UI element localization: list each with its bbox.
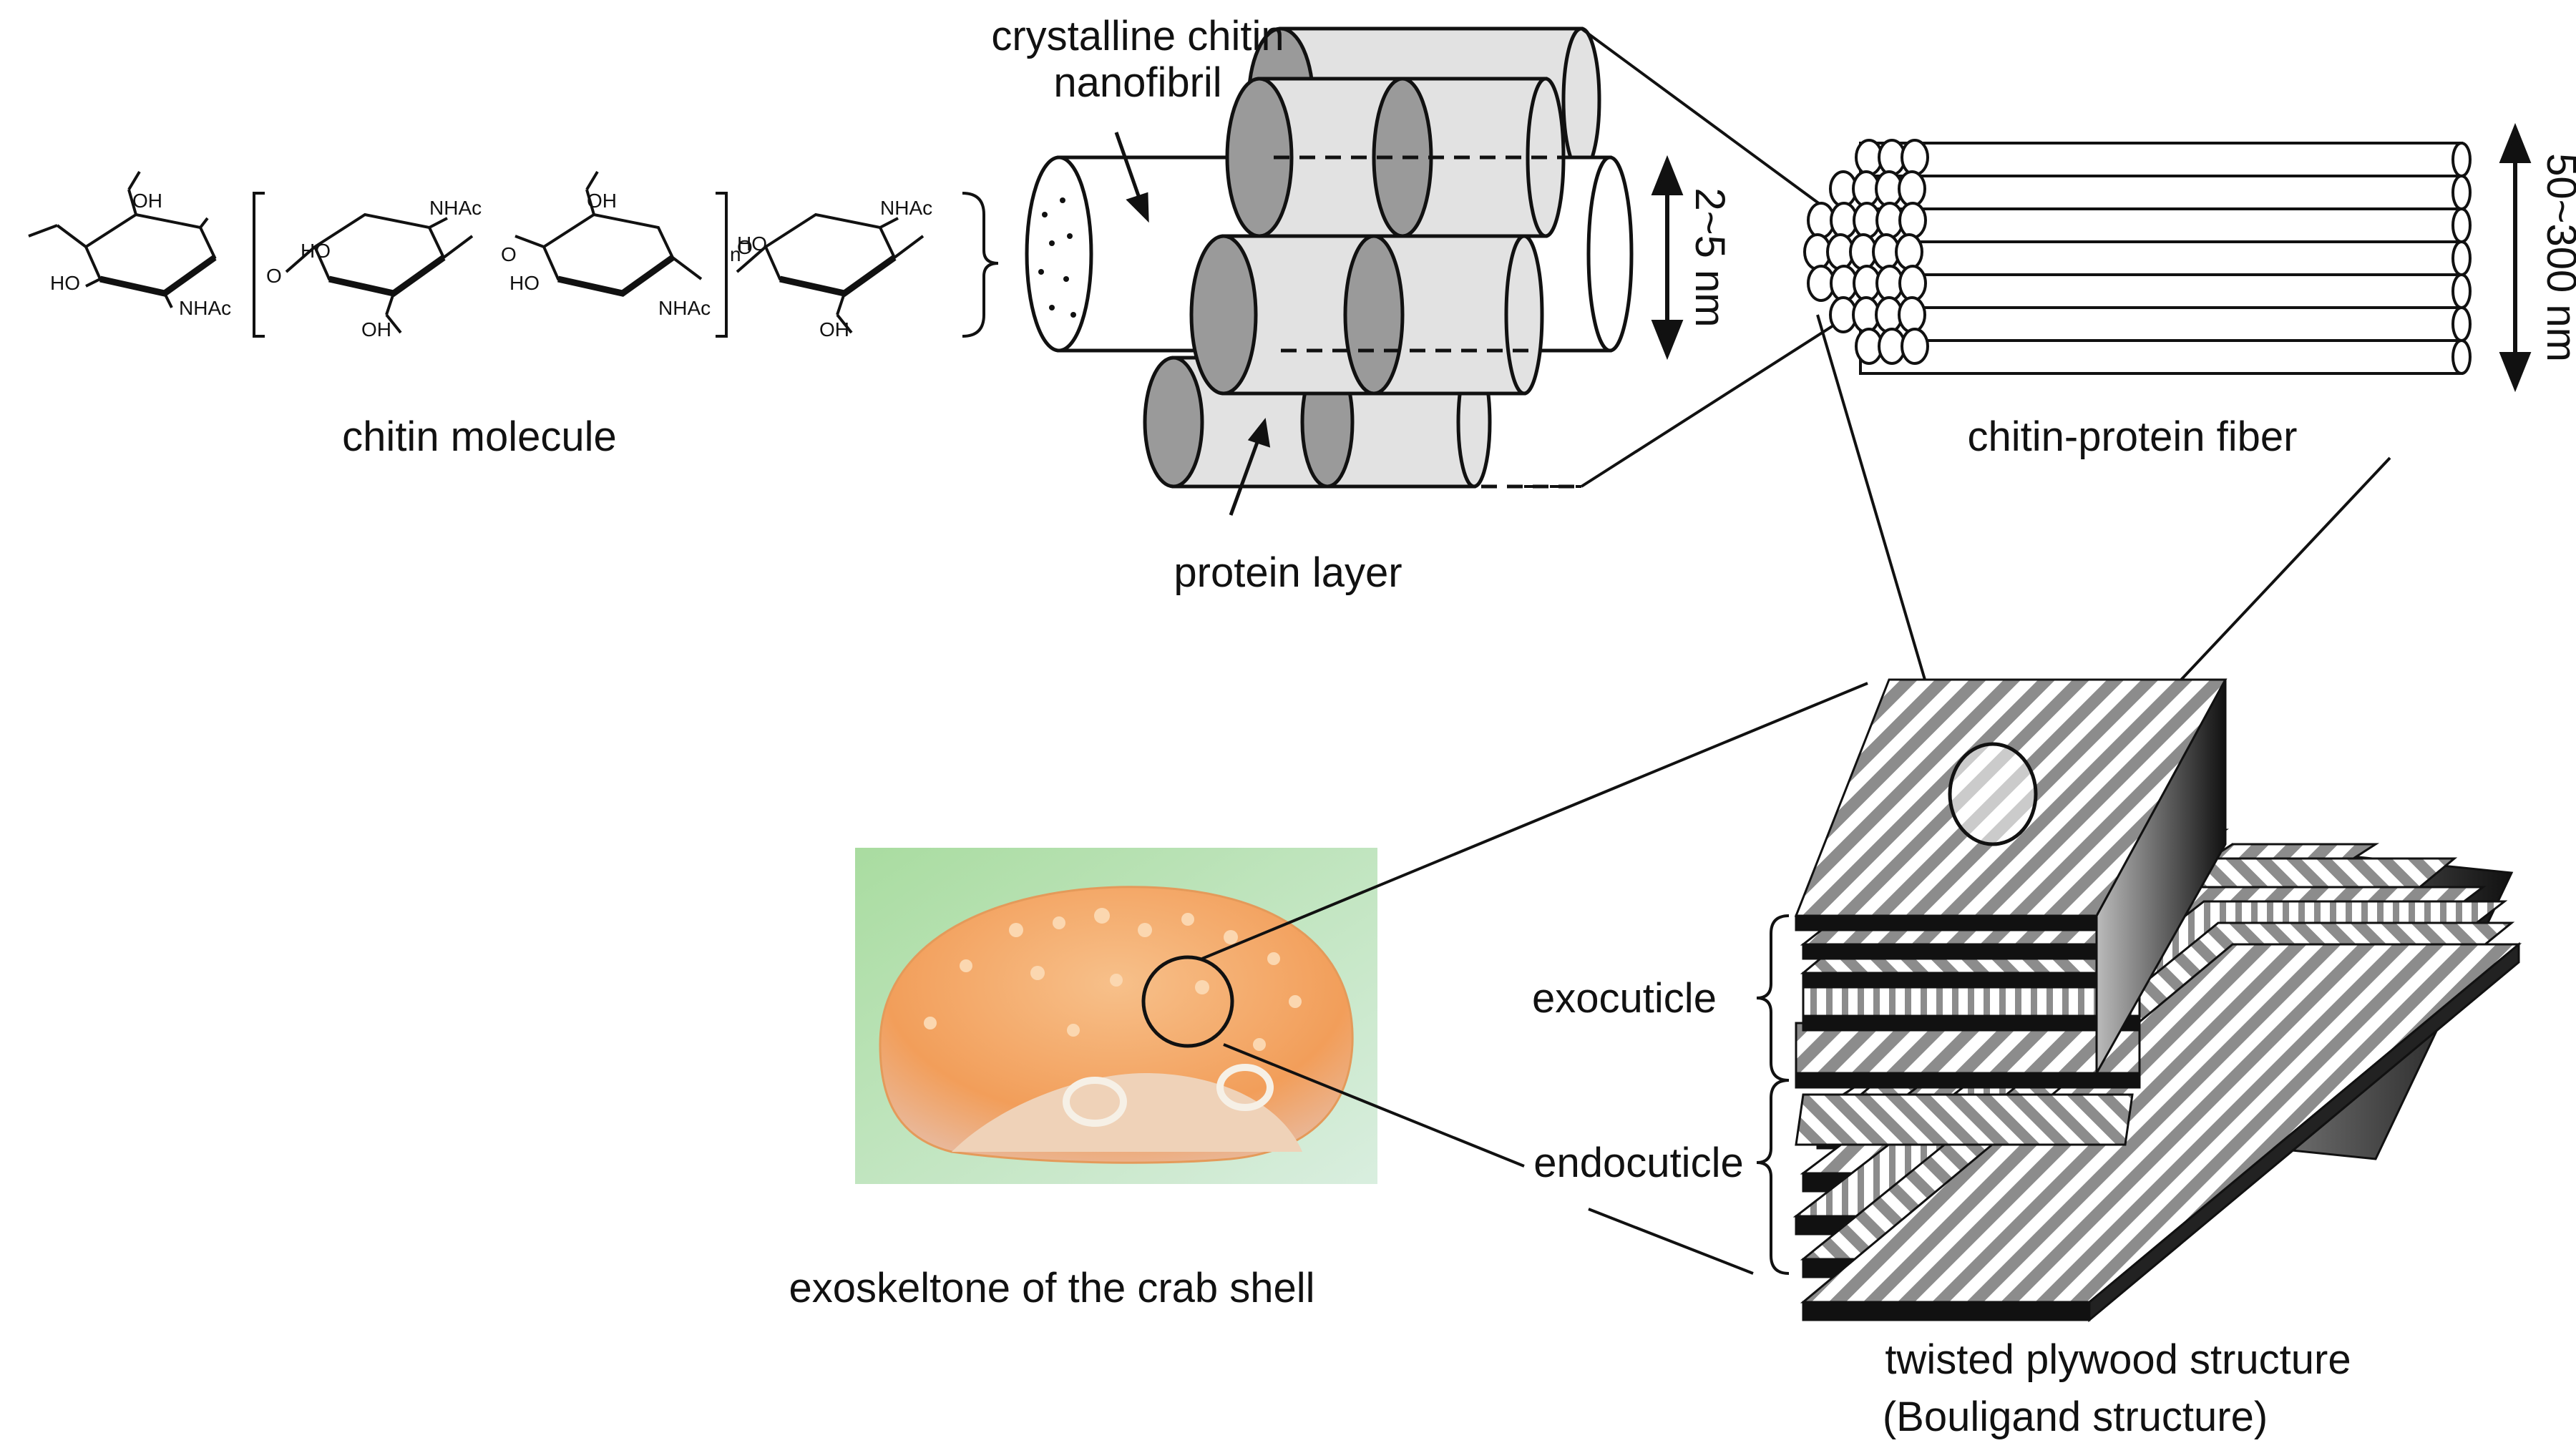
fiber-rod-cap — [2451, 306, 2472, 342]
fiber-rod — [1859, 240, 2463, 276]
fiber-rod — [1859, 175, 2463, 210]
nhac-label: NHAc — [429, 197, 482, 219]
fiber-rod-cap — [2451, 207, 2472, 243]
fiber-size-label: 50~300 nm — [2538, 153, 2576, 362]
o-label: O — [266, 265, 282, 287]
fiber-rod — [1859, 207, 2463, 243]
repeat-bracket-left — [253, 192, 265, 338]
chitin-protein-fiber — [1803, 139, 2472, 375]
protein-layer-label: protein layer — [1174, 549, 1402, 596]
fiber-end-circle — [1898, 170, 1926, 207]
cuticle-braces — [1756, 914, 1790, 1275]
ho-label: HO — [509, 272, 540, 294]
fiber-rod-cap — [2451, 273, 2472, 309]
o-label: O — [501, 243, 517, 265]
glucose-ring-4 — [736, 212, 924, 334]
fiber-end-circle — [1898, 202, 1927, 239]
zoom-circle-crab — [1141, 955, 1234, 1048]
endocuticle-label: endocuticle — [1533, 1140, 1743, 1186]
molecule-curly-brace — [962, 192, 999, 338]
fiber-rod-cap — [2451, 142, 2472, 177]
fiber-rod-cap — [2451, 339, 2472, 375]
fiber-end-circle — [1901, 139, 1929, 176]
plywood-plate — [1802, 979, 2141, 1032]
fiber-end-circle — [1898, 296, 1926, 333]
fiber-rod — [1859, 306, 2463, 342]
exocuticle-brace — [1756, 914, 1790, 1082]
nanofibril-pointers — [1114, 132, 1271, 516]
fiber-label: chitin-protein fiber — [1968, 414, 2298, 460]
crab-shell-photo — [855, 848, 1377, 1184]
oh-label: OH — [819, 318, 849, 341]
plywood-plate — [1795, 1022, 2141, 1089]
zoom-lines-fiber — [1524, 27, 1840, 488]
o-label: O — [737, 236, 753, 258]
protein-cylinder — [1189, 234, 1544, 396]
nhac-label: NHAc — [658, 297, 711, 319]
oh-label: OH — [587, 190, 617, 212]
ho-label: HO — [737, 233, 767, 255]
n-label: n — [730, 243, 741, 265]
chitin-molecule-label: chitin molecule — [342, 414, 617, 460]
repeat-bracket-right — [716, 192, 728, 338]
fiber-end-circle — [1895, 233, 1923, 270]
zoom-lines-crab — [1201, 682, 1868, 1275]
zoom-circle-plywood — [1948, 742, 2038, 846]
nanofibril-bundle — [1025, 26, 1634, 489]
fiber-end-circle — [1901, 328, 1929, 365]
nhac-label: NHAc — [179, 297, 231, 319]
fiber-end-circle — [1898, 265, 1927, 302]
nanofibril-size-label: 2~5 nm — [1687, 187, 1733, 327]
plywood-label-line1: twisted plywood structure — [1885, 1336, 2351, 1383]
fiber-rod — [1859, 339, 2463, 375]
ho-label: HO — [50, 272, 80, 294]
plywood-plate — [1795, 1093, 2134, 1146]
fiber-rod-cap — [2451, 175, 2472, 210]
fiber-size-arrow — [2499, 122, 2532, 393]
crab-caption: exoskeltone of the crab shell — [789, 1265, 1314, 1311]
crystalline-chitin-label: crystalline chitin — [991, 13, 1284, 59]
fiber-rod — [1859, 273, 2463, 309]
ho-label: HO — [301, 240, 331, 262]
chitin-molecule-structure — [28, 170, 999, 338]
oh-label: OH — [132, 190, 162, 212]
plywood-stack — [1792, 678, 2522, 1323]
nanofibril-label: nanofibril — [1053, 59, 1221, 106]
fiber-rod — [1859, 142, 2463, 177]
oh-label: OH — [361, 318, 391, 341]
nanofibril-size-arrow — [1651, 155, 1684, 361]
endocuticle-brace — [1756, 1079, 1790, 1275]
glucose-ring-3 — [514, 170, 703, 297]
fiber-rod-cap — [2451, 240, 2472, 276]
chemical-labels: OH HO NHAc O HO NHAc OH O OH HO NHAc n O… — [50, 190, 932, 341]
nhac-label: NHAc — [880, 197, 932, 219]
plywood-label-line2: (Bouligand structure) — [1883, 1394, 2268, 1440]
glucose-ring-1 — [28, 170, 217, 308]
glucose-ring-2 — [285, 212, 474, 334]
exocuticle-label: exocuticle — [1532, 975, 1717, 1022]
